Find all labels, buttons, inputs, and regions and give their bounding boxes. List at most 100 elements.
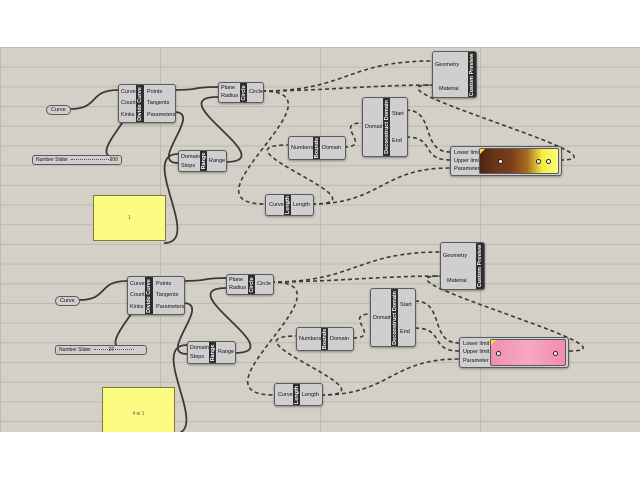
divide-curve-component[interactable]: Curve Count Kinks Divide Curve Points Ta… — [118, 84, 176, 123]
data-wire-dashed — [414, 300, 460, 344]
bounds-component[interactable]: Numbers Bounds Domain — [288, 136, 346, 160]
data-wire-dashed — [405, 109, 451, 153]
gradient-grip[interactable] — [536, 159, 541, 164]
output-circle[interactable]: Circle — [257, 281, 272, 287]
input-parameter[interactable]: Parameter — [463, 358, 489, 364]
data-wire — [172, 344, 188, 432]
output-tangents[interactable]: Tangents — [156, 292, 179, 298]
component-title: Circle — [240, 83, 247, 102]
input-count[interactable]: Count — [121, 100, 136, 106]
input-curve[interactable]: Curve — [121, 89, 136, 95]
custom-preview-component[interactable]: Geometry Material Custom Preview — [432, 51, 477, 98]
input-upper-limit[interactable]: Upper limit — [454, 158, 481, 164]
gradient-grip[interactable] — [496, 351, 501, 356]
component-title: Bounds — [321, 328, 328, 350]
input-material[interactable]: Material — [439, 86, 459, 92]
input-curve[interactable]: Curve — [278, 392, 293, 398]
data-wire — [182, 277, 228, 282]
input-radius[interactable]: Radius — [229, 285, 247, 291]
component-title: Range — [200, 151, 207, 171]
input-kinks[interactable]: Kinks — [121, 112, 135, 118]
circle-component[interactable]: Plane Radius Circle Circle — [218, 82, 264, 103]
gradient-component[interactable]: Lower limit Upper limit Parameter — [459, 337, 569, 368]
input-parameter[interactable]: Parameter — [454, 166, 480, 172]
component-title: Length — [284, 195, 291, 215]
output-points[interactable]: Points — [156, 281, 172, 287]
output-points[interactable]: Points — [147, 89, 163, 95]
data-wire-dashed — [343, 122, 363, 148]
component-title: Divide Curve — [136, 85, 144, 122]
length-component[interactable]: Curve Length Length — [274, 383, 323, 406]
input-material[interactable]: Material — [447, 278, 467, 284]
output-length[interactable]: Length — [302, 392, 319, 398]
data-wire-dashed — [417, 84, 575, 161]
output-length[interactable]: Length — [293, 202, 310, 208]
gradient-grip[interactable] — [553, 351, 558, 356]
output-tangents[interactable]: Tangents — [147, 100, 170, 106]
input-steps[interactable]: Steps — [181, 163, 196, 169]
input-domain[interactable]: Domain — [365, 124, 384, 130]
gradient-corner-icon — [480, 149, 485, 154]
slider-track[interactable] — [71, 159, 111, 161]
yellow-panel[interactable]: 1 — [93, 195, 166, 241]
input-lower-limit[interactable]: Lower limit — [463, 341, 490, 347]
curve-param[interactable]: Curve — [55, 296, 80, 306]
grasshopper-canvas[interactable]: Curve Number Slider 200 1 Curve Count Ki… — [0, 47, 640, 432]
output-parameters[interactable]: Parameters — [156, 304, 185, 310]
input-curve[interactable]: Curve — [130, 281, 145, 287]
input-numbers[interactable]: Numbers — [291, 145, 314, 151]
input-domain[interactable]: Domain — [190, 345, 209, 351]
divide-curve-component[interactable]: Curve Count Kinks Divide Curve Points Ta… — [127, 276, 185, 315]
component-title: Circle — [248, 275, 255, 294]
custom-preview-component[interactable]: Geometry Material Custom Preview — [440, 242, 485, 290]
gradient-swatch[interactable] — [490, 339, 566, 366]
curve-param[interactable]: Curve — [46, 105, 71, 115]
input-count[interactable]: Count — [130, 292, 145, 298]
input-plane[interactable]: Plane — [229, 277, 244, 283]
gradient-grip[interactable] — [498, 159, 503, 164]
yellow-panel[interactable]: 4 w 1 — [102, 387, 175, 432]
input-numbers[interactable]: Numbers — [299, 336, 322, 342]
data-wire — [78, 280, 128, 301]
input-radius[interactable]: Radius — [221, 93, 239, 99]
bounds-component[interactable]: Numbers Bounds Domain — [296, 327, 354, 351]
output-range[interactable]: Range — [218, 349, 235, 355]
slider-track[interactable] — [94, 349, 134, 351]
output-domain[interactable]: Domain — [322, 145, 341, 151]
output-parameters[interactable]: Parameters — [147, 112, 176, 118]
input-curve[interactable]: Curve — [269, 202, 284, 208]
output-end[interactable]: End — [400, 329, 410, 335]
input-domain[interactable]: Domain — [181, 154, 200, 160]
component-title: Deconstruct Domain — [383, 98, 390, 156]
input-steps[interactable]: Steps — [190, 354, 205, 360]
number-slider[interactable]: Number Slider 200 — [32, 155, 122, 165]
range-component[interactable]: Domain Steps Range Range — [187, 341, 236, 364]
output-end[interactable]: End — [392, 138, 402, 144]
output-range[interactable]: Range — [209, 158, 226, 164]
input-geometry[interactable]: Geometry — [435, 62, 460, 68]
input-plane[interactable]: Plane — [221, 85, 236, 91]
input-upper-limit[interactable]: Upper limit — [463, 349, 490, 355]
data-wire-dashed — [311, 167, 451, 205]
output-domain[interactable]: Domain — [330, 336, 349, 342]
input-lower-limit[interactable]: Lower limit — [454, 150, 481, 156]
deconstruct-domain-component[interactable]: Domain Deconstruct Domain Start End — [370, 288, 416, 347]
range-component[interactable]: Domain Steps Range Range — [178, 150, 227, 172]
data-wire-dashed — [414, 327, 460, 352]
gradient-component[interactable]: Lower limit Upper limit Parameter — [450, 146, 562, 176]
data-wire — [177, 302, 193, 355]
output-circle[interactable]: Circle — [249, 89, 264, 95]
output-start[interactable]: Start — [392, 111, 404, 117]
input-kinks[interactable]: Kinks — [130, 304, 144, 310]
component-title: Range — [209, 342, 216, 363]
length-component[interactable]: Curve Length Length — [265, 194, 314, 216]
gradient-swatch[interactable] — [479, 148, 559, 174]
output-start[interactable]: Start — [400, 302, 412, 308]
number-slider[interactable]: Number Slider 27 — [55, 345, 147, 355]
gradient-grip[interactable] — [546, 159, 551, 164]
data-wire-dashed — [261, 84, 433, 92]
deconstruct-domain-component[interactable]: Domain Deconstruct Domain Start End — [362, 97, 408, 157]
input-geometry[interactable]: Geometry — [443, 253, 468, 259]
circle-component[interactable]: Plane Radius Circle Circle — [226, 274, 274, 295]
input-domain[interactable]: Domain — [373, 315, 392, 321]
